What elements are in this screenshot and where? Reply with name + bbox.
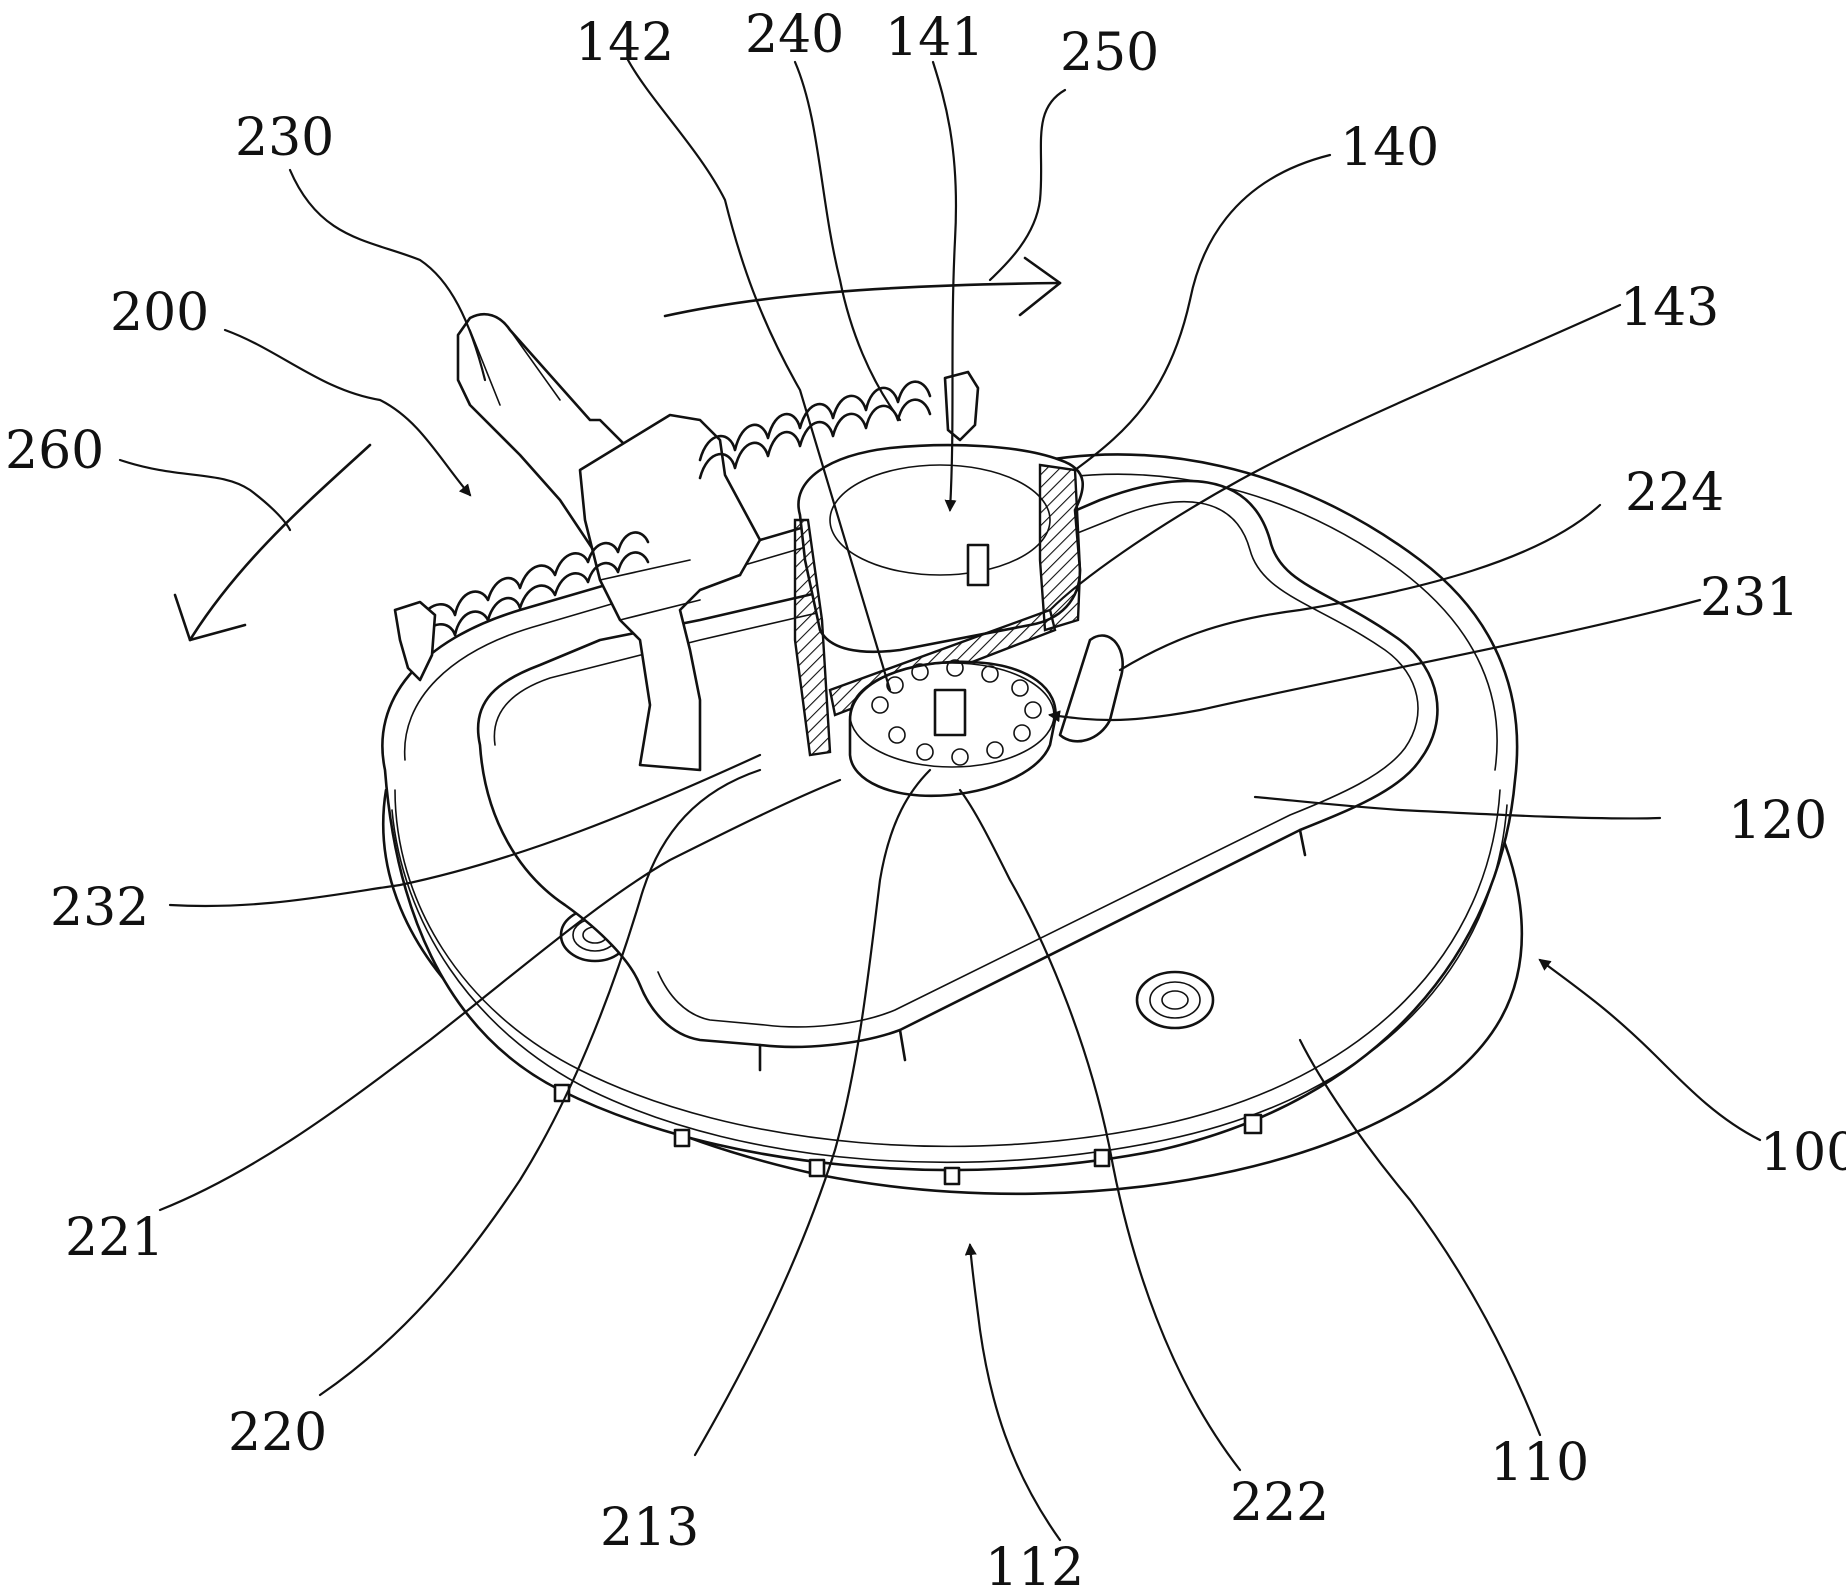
label-220: 220 [228, 1403, 327, 1463]
rotation-arrow-260-head [175, 595, 245, 640]
leader-230 [290, 170, 485, 380]
label-222: 222 [1230, 1473, 1329, 1533]
label-260: 260 [5, 421, 104, 481]
spring-anchor-right [945, 372, 978, 440]
rotation-arrow-260 [190, 445, 370, 640]
label-221: 221 [65, 1208, 164, 1268]
label-110: 110 [1490, 1433, 1589, 1493]
leader-200 [225, 330, 470, 495]
gear-center-key [935, 690, 965, 735]
screw-boss-right [1137, 972, 1213, 1028]
label-232: 232 [50, 878, 149, 938]
cup-wall-right-section [1040, 465, 1080, 630]
label-230: 230 [235, 108, 334, 168]
label-112: 112 [985, 1538, 1084, 1592]
rotation-arrow-250-head [1020, 258, 1060, 315]
leader-240 [795, 62, 900, 420]
label-200: 200 [110, 283, 209, 343]
label-231: 231 [1700, 568, 1799, 628]
label-240: 240 [745, 5, 844, 65]
label-143: 143 [1620, 278, 1719, 338]
leader-260 [120, 460, 290, 530]
label-250: 250 [1060, 23, 1159, 83]
label-120: 120 [1728, 791, 1827, 851]
rotation-arrow-250 [665, 283, 1060, 316]
leader-140 [1075, 155, 1330, 470]
cup-pin [968, 545, 988, 585]
leader-100 [1540, 960, 1760, 1140]
label-141: 141 [885, 8, 984, 68]
leader-112 [970, 1245, 1060, 1540]
label-140: 140 [1340, 118, 1439, 178]
label-100: 100 [1760, 1123, 1846, 1183]
label-213: 213 [600, 1498, 699, 1558]
leader-250 [990, 90, 1065, 280]
label-142: 142 [575, 13, 674, 73]
label-224: 224 [1625, 463, 1724, 523]
